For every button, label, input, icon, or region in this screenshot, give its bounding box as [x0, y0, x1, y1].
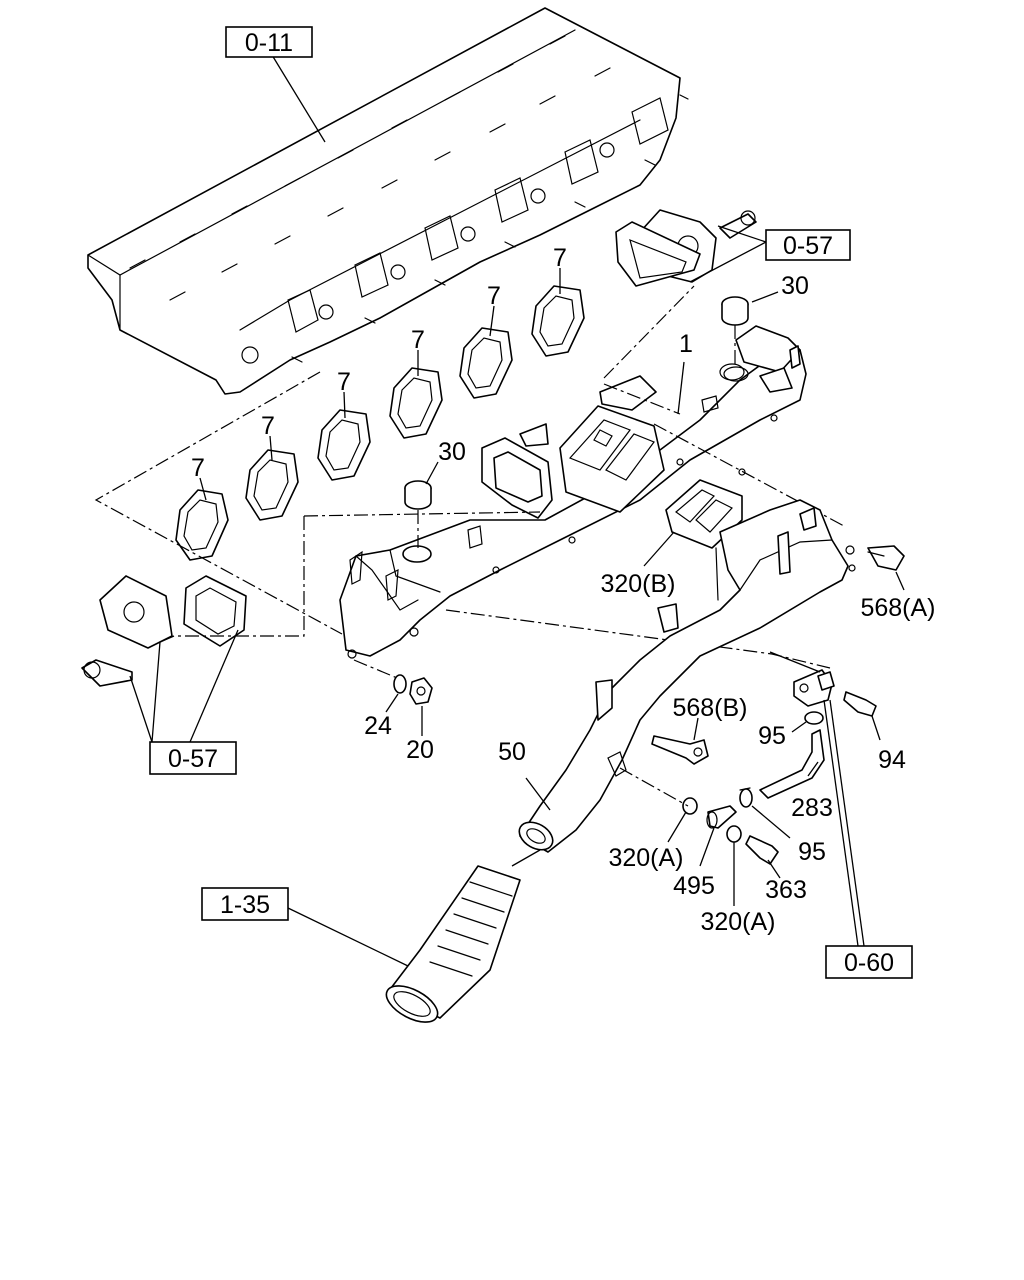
leader-7-c [343, 391, 346, 419]
bolt-94 [843, 691, 877, 717]
label-7-c: 7 [337, 368, 351, 396]
dash-flange-left [176, 516, 305, 637]
leader-320b [643, 531, 675, 567]
leader-30-mid [425, 461, 439, 485]
label-7-b: 7 [261, 412, 275, 440]
label-7-a: 7 [191, 454, 205, 482]
label-495: 495 [673, 872, 715, 900]
leader-1-35 [287, 907, 409, 967]
leader-0-57-bottom-a [151, 635, 175, 743]
dash-flange-top [603, 285, 695, 379]
leader-568a [895, 571, 905, 591]
dash-320a-left [619, 767, 689, 807]
label-363: 363 [765, 876, 807, 904]
ref-box-0-57-bottom: 0-57 [149, 741, 237, 775]
leader-568b [693, 717, 699, 741]
leader-0-60-a [829, 699, 865, 947]
leader-94 [871, 715, 881, 741]
plug-seat-mid [402, 545, 432, 563]
gaskets-7 [175, 285, 585, 561]
ref-label-1-35: 1-35 [220, 891, 270, 919]
exhaust-manifold [339, 325, 807, 659]
ref-box-0-60: 0-60 [825, 945, 913, 979]
ref-label-0-11: 0-11 [245, 29, 293, 57]
leader-0-57-bottom-c [189, 629, 239, 743]
ref-box-1-35: 1-35 [201, 887, 289, 921]
leader-283 [807, 761, 819, 777]
bolt-568b [651, 735, 709, 765]
leader-495 [699, 827, 715, 867]
ref-label-0-60: 0-60 [844, 949, 894, 977]
label-20: 20 [406, 736, 434, 764]
egr-flange-left [81, 575, 247, 687]
label-568b: 568(B) [672, 694, 747, 722]
leader-320a-left [667, 811, 687, 843]
label-94: 94 [878, 746, 906, 774]
egr-flange-top [615, 209, 757, 287]
dash-flange-mid [303, 511, 541, 517]
label-7-e: 7 [487, 282, 501, 310]
plug-seat-top [719, 363, 745, 381]
sensor-fitting [793, 669, 835, 707]
dash-nut [353, 659, 403, 681]
leader-1 [677, 361, 685, 415]
clamp-95-top [804, 711, 824, 725]
label-283: 283 [791, 794, 833, 822]
leader-0-57-bottom-b [129, 675, 153, 743]
washer-24 [393, 674, 407, 694]
leader-30-top [751, 291, 779, 303]
label-24: 24 [364, 712, 392, 740]
clamp-95-bottom [739, 787, 753, 808]
leader-7-a [199, 477, 207, 501]
dash-1 [603, 383, 681, 415]
label-1: 1 [679, 330, 693, 358]
washer-320a-bottom [726, 825, 742, 843]
plug-30-mid [404, 480, 432, 510]
leader-0-11 [271, 54, 326, 143]
ref-box-0-11: 0-11 [225, 26, 313, 58]
leader-363 [767, 859, 781, 879]
egr-pipe [518, 499, 856, 853]
leader-50b [511, 849, 541, 867]
leader-7-e [489, 305, 495, 337]
label-320a-bottom: 320(A) [700, 908, 775, 936]
leader-50 [525, 777, 551, 811]
leader-sensor-top [769, 651, 821, 673]
leader-24 [385, 693, 399, 713]
tube-283 [759, 729, 825, 799]
washer-320a-left [682, 797, 698, 815]
leader-95-bottom [751, 805, 791, 839]
ref-label-0-57-top: 0-57 [783, 232, 833, 260]
label-30-top: 30 [781, 272, 809, 300]
cylinder-head [87, 7, 689, 395]
dash-pipe-mid [445, 609, 831, 669]
label-7-f: 7 [553, 244, 567, 272]
bolt-568a [867, 545, 905, 571]
nut-20 [409, 677, 433, 705]
ref-box-0-57-top: 0-57 [765, 229, 851, 261]
plug-30-top [721, 296, 749, 326]
label-95-top: 95 [758, 722, 786, 750]
label-50: 50 [498, 738, 526, 766]
label-95-bottom: 95 [798, 838, 826, 866]
egr-hose [385, 865, 521, 1023]
label-30-mid: 30 [438, 438, 466, 466]
label-568a: 568(A) [860, 594, 935, 622]
leader-95-top [791, 721, 807, 733]
dash-gasket-left [94, 371, 343, 635]
bolt-363 [745, 835, 779, 865]
label-7-d: 7 [411, 326, 425, 354]
leader-0-60-b [823, 699, 859, 947]
label-320b: 320(B) [600, 570, 675, 598]
leader-7-b [269, 435, 273, 461]
label-320a-left: 320(A) [608, 844, 683, 872]
bolt-495 [706, 805, 737, 829]
ref-label-0-57-bottom: 0-57 [168, 745, 218, 773]
